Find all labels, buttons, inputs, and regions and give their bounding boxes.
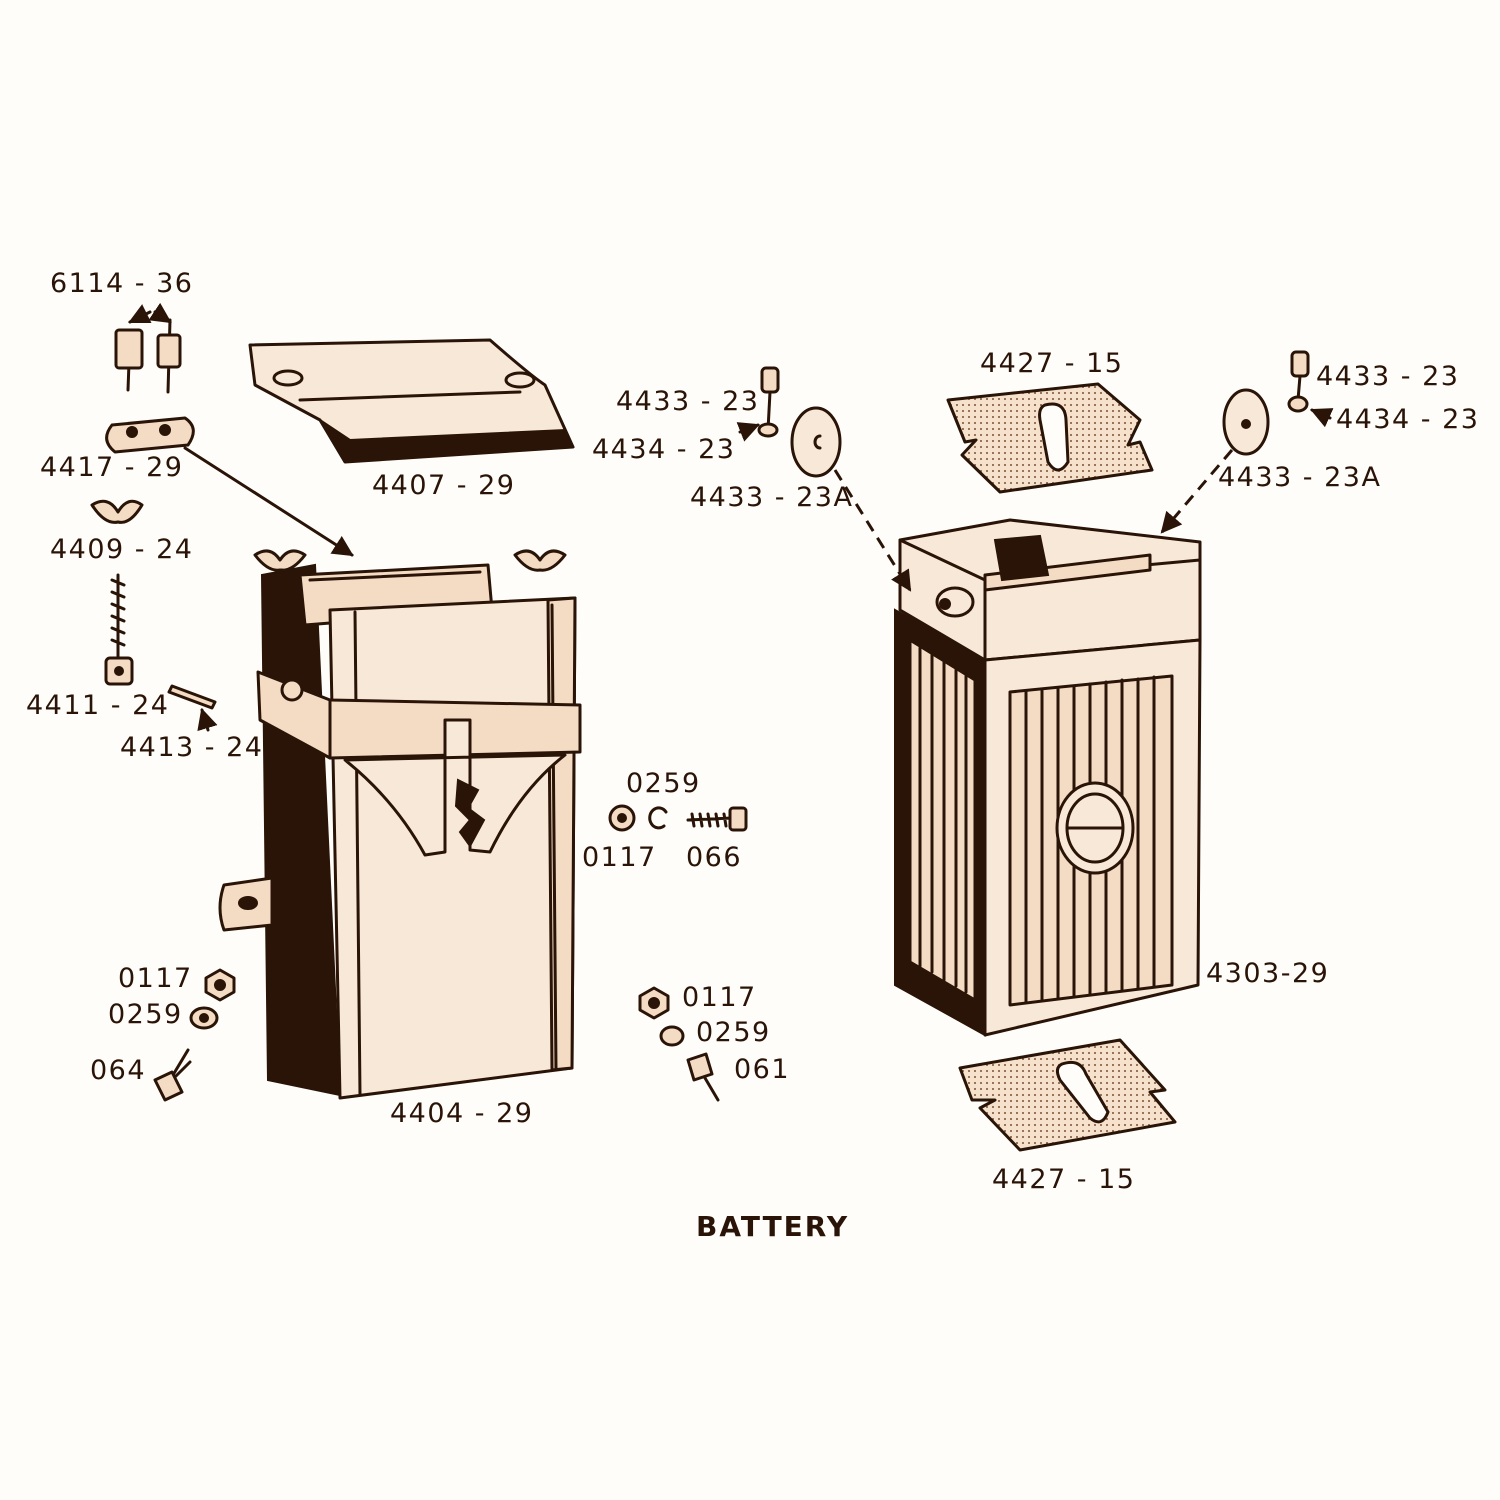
clamp-plate [105, 416, 354, 557]
label-pin: 4413 - 24 [120, 732, 263, 763]
label-term-screw-left: 4433 - 23 [616, 386, 759, 417]
label-pad-bottom: 4427 - 15 [992, 1164, 1135, 1195]
label-nut-bottom: 0117 [682, 982, 757, 1013]
label-bolt-bottom: 061 [734, 1054, 790, 1085]
pad-bottom [958, 1038, 1177, 1152]
diagram-title: BATTERY [696, 1210, 849, 1243]
label-term-nut-left: 4434 - 23 [592, 434, 735, 465]
label-wing-nut: 4409 - 24 [50, 534, 193, 565]
label-lid: 4407 - 29 [372, 470, 515, 501]
label-stud: 6114 - 36 [50, 268, 193, 299]
wing-nut [90, 499, 144, 524]
battery-box [218, 549, 582, 1100]
label-term-washer-right: 4433 - 23A [1218, 462, 1381, 493]
label-clamp: 4417 - 29 [40, 452, 183, 483]
label-lockwasher-mid: 0259 [626, 768, 701, 799]
hold-down-bolt [104, 573, 134, 686]
left-terminal-hardware [736, 366, 912, 592]
pad-top [946, 382, 1154, 494]
right-terminal-hardware [1160, 350, 1334, 534]
box-wing-bolt-left [253, 549, 307, 702]
box-wing-bolt-right [513, 549, 567, 572]
label-nut-mid: 0117 [582, 842, 657, 873]
battery-box-lid [248, 338, 575, 464]
bottom-mid-hardware [638, 986, 720, 1102]
label-term-washer-left: 4433 - 23A [690, 482, 853, 513]
battery [894, 518, 1202, 1037]
label-box: 4404 - 29 [390, 1098, 533, 1129]
pin [167, 684, 218, 732]
stud-pair [114, 302, 182, 394]
label-nut-left: 0117 [118, 963, 193, 994]
label-lockwasher-bottom: 0259 [696, 1017, 771, 1048]
left-hardware [153, 968, 236, 1102]
label-pad-top: 4427 - 15 [980, 348, 1123, 379]
label-lockwasher-left: 0259 [108, 999, 183, 1030]
label-hold-bolt: 4411 - 24 [26, 690, 169, 721]
label-bolt-left: 064 [90, 1055, 146, 1086]
label-battery: 4303-29 [1206, 958, 1329, 989]
label-screw-mid: 066 [686, 842, 742, 873]
label-term-screw-right: 4433 - 23 [1316, 361, 1459, 392]
label-term-nut-right: 4434 - 23 [1336, 404, 1479, 435]
mid-hardware [608, 804, 748, 832]
